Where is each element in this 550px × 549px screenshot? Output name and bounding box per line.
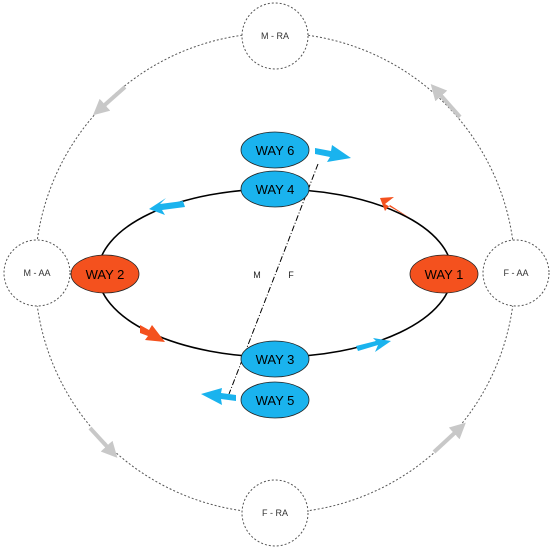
- outer-arrow-bottom-right: [432, 422, 466, 454]
- blue-arrow-upper-left: [149, 198, 185, 215]
- way3-label: WAY 3: [256, 352, 295, 367]
- way1-node[interactable]: WAY 1: [409, 254, 479, 294]
- way4-node[interactable]: WAY 4: [240, 170, 310, 208]
- outer-node-left-label: M - AA: [23, 268, 50, 278]
- outer-node-right: F - AA: [482, 239, 550, 307]
- way6-label: WAY 6: [256, 143, 295, 158]
- center-label-f: F: [288, 270, 294, 280]
- outer-arrow-top-left: [93, 85, 127, 116]
- outer-node-right-label: F - AA: [503, 268, 528, 278]
- center-label-m: M: [253, 270, 261, 280]
- outer-node-bottom-label: F - RA: [262, 508, 288, 518]
- way4-label: WAY 4: [256, 182, 295, 197]
- outer-node-top-label: M - RA: [261, 31, 289, 41]
- way3-node[interactable]: WAY 3: [240, 340, 310, 378]
- blue-arrow-lower-right: [356, 338, 391, 352]
- orange-arrow-top-right: [380, 197, 410, 218]
- outer-node-left: M - AA: [3, 239, 71, 307]
- outer-cycle-arrows: [88, 84, 466, 458]
- way1-label: WAY 1: [425, 267, 464, 282]
- outer-arrow-top-right: [430, 84, 462, 119]
- divider-line: [228, 163, 319, 395]
- way2-label: WAY 2: [86, 267, 125, 282]
- orange-arrow-bottom-left: [140, 325, 165, 342]
- outer-arrow-bottom-left: [88, 426, 118, 458]
- blue-arrow-way6: [315, 145, 351, 162]
- way5-label: WAY 5: [256, 393, 295, 408]
- blue-arrow-way5: [201, 388, 236, 405]
- way5-node[interactable]: WAY 5: [240, 381, 310, 419]
- way2-node[interactable]: WAY 2: [70, 254, 140, 294]
- outer-node-bottom: F - RA: [241, 479, 309, 547]
- way6-node[interactable]: WAY 6: [240, 131, 310, 169]
- outer-node-top: M - RA: [241, 2, 309, 70]
